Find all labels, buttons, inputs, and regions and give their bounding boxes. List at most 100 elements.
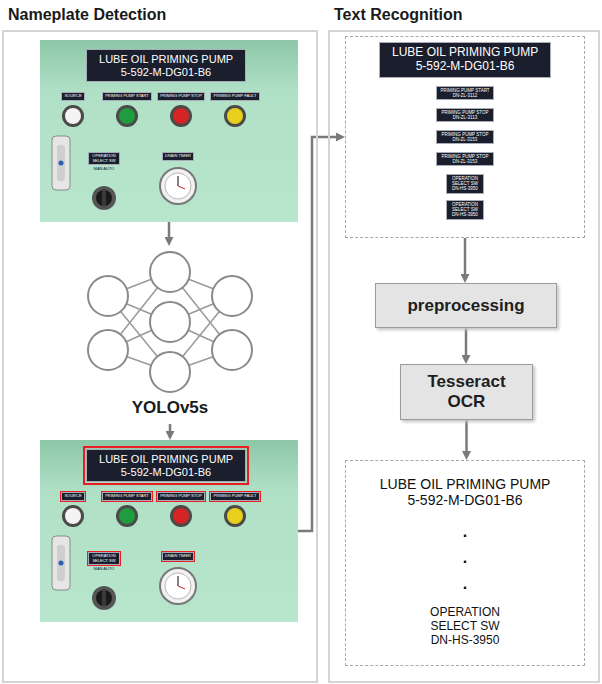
word: STOP <box>191 93 202 98</box>
word: DN-ZL-3113 <box>453 115 477 120</box>
process-box: preprocessing <box>375 283 557 328</box>
nameplate: PRIMING PUMP START <box>102 92 152 101</box>
flow-arrow <box>298 137 339 531</box>
nameplate: PRIMING PUMP STOP <box>157 92 205 101</box>
model-name: YOLOv5s <box>132 398 209 418</box>
word: STOP <box>476 110 488 115</box>
word: SELECT <box>92 158 108 163</box>
nameplate-crop: PRIMING PUMP STOP DN-ZL-3113 <box>436 108 494 122</box>
word: Tesseract <box>427 372 505 391</box>
word: PUMP <box>510 476 550 492</box>
word: TIMER <box>179 553 191 558</box>
word: PUMP <box>462 110 475 115</box>
word: TIMER <box>179 153 191 158</box>
flow-arrow <box>464 238 467 277</box>
flow-arrow <box>465 420 468 454</box>
word: DN-ZL-3153 <box>453 137 478 142</box>
switch-marking: MAN AUTO <box>94 167 115 172</box>
word: PUMP <box>123 93 134 98</box>
neuron <box>88 276 128 316</box>
ellipsis-dot: . <box>463 524 467 540</box>
cropped-nameplates: LUBE OIL PRIMING PUMP 5-592-M-DG01-B6PRI… <box>345 36 585 238</box>
network-neurons <box>88 252 252 392</box>
ocr-result: OPERATION SELECT SW DN-HS-3950 <box>420 606 510 647</box>
word: PUMP <box>462 132 475 137</box>
word: DN-HS-3950 <box>452 212 478 217</box>
ocr-result: LUBE OIL PRIMING PUMP 5-592-M-DG01-B6 <box>365 476 565 508</box>
word: PRIMING <box>442 154 461 159</box>
word: PRIMING <box>446 476 506 492</box>
nameplate-crop: PRIMING PUMP STOP DN-ZL-3153 <box>436 152 494 166</box>
nameplate: DRAIN TIMER <box>162 152 194 161</box>
word: SELECT <box>452 207 469 212</box>
word: Nameplate <box>8 6 89 23</box>
word: PRIMING <box>160 493 177 498</box>
neuron <box>150 302 190 342</box>
neuron <box>150 252 190 292</box>
word: PRIMING <box>160 93 177 98</box>
word: SW <box>109 558 115 563</box>
word: OCR <box>448 392 486 411</box>
word: PRIMING <box>105 493 122 498</box>
word: PRIMING <box>213 93 230 98</box>
neural-network: YOLOv5s <box>88 246 252 424</box>
word: OIL <box>427 45 446 59</box>
word: FAULT <box>244 93 256 98</box>
word: PRIMING <box>442 110 461 115</box>
nameplate: PRIMING PUMP START <box>102 492 152 501</box>
word: PUMP <box>232 493 243 498</box>
word: OPERATION <box>452 202 478 207</box>
word: DRAIN <box>165 553 177 558</box>
word: SELECT <box>92 558 108 563</box>
word: START <box>475 88 489 93</box>
neuron <box>88 330 128 370</box>
switch-marking: MAN AUTO <box>94 567 115 572</box>
word: START <box>136 493 149 498</box>
neuron <box>212 276 252 316</box>
nameplate-crop: OPERATION SELECT SW DN-HS-3950 <box>446 200 484 220</box>
word: PRIMING <box>442 132 461 137</box>
word: . <box>463 549 467 566</box>
word: SOURCE <box>64 93 81 98</box>
word: FAULT <box>244 493 256 498</box>
word: 5-592-M-DG01-B6 <box>407 492 522 508</box>
word: OIL <box>131 53 148 65</box>
neuron <box>150 352 190 392</box>
word: LUBE <box>99 53 128 65</box>
control-panel-photo <box>40 40 298 222</box>
nameplate: SOURCE <box>61 92 84 101</box>
neuron <box>212 330 252 370</box>
word: PUMP <box>462 154 475 159</box>
stage-panel: Text RecognitionLUBE OIL PRIMING PUMP 5-… <box>328 30 600 683</box>
word: MAN <box>94 166 103 171</box>
word: STOP <box>476 154 488 159</box>
word: Detection <box>93 6 166 23</box>
word: STOP <box>476 132 488 137</box>
word: SELECT <box>430 619 476 633</box>
nameplate-crop: PRIMING PUMP START DN-ZL-3112 <box>436 86 494 100</box>
nameplate: PRIMING PUMP FAULT <box>210 492 259 501</box>
word: PRIMING <box>449 45 500 59</box>
word: DN-ZL-3153 <box>453 159 478 164</box>
panel-heading: Nameplate Detection <box>8 6 166 24</box>
control-panel-photo <box>40 440 298 622</box>
word: DRAIN <box>165 153 177 158</box>
flow-arrow <box>168 222 171 240</box>
word: DN-HS-3950 <box>452 186 478 191</box>
word: . <box>463 575 467 592</box>
word: START <box>136 93 149 98</box>
word: SW <box>109 158 115 163</box>
word: DN-HS-3950 <box>431 633 500 647</box>
word: AUTO <box>103 166 114 171</box>
word: PUMP <box>123 493 134 498</box>
process-label: preprocessing <box>407 296 524 316</box>
word: OIL <box>131 453 148 465</box>
word: Recognition <box>370 6 462 23</box>
nameplate: OPERATION SELECT SW <box>88 152 120 165</box>
word: SELECT <box>452 181 469 186</box>
panel-heading: Text Recognition <box>334 6 463 24</box>
nameplate: PRIMING PUMP FAULT <box>210 92 259 101</box>
word: PUMP <box>232 93 243 98</box>
